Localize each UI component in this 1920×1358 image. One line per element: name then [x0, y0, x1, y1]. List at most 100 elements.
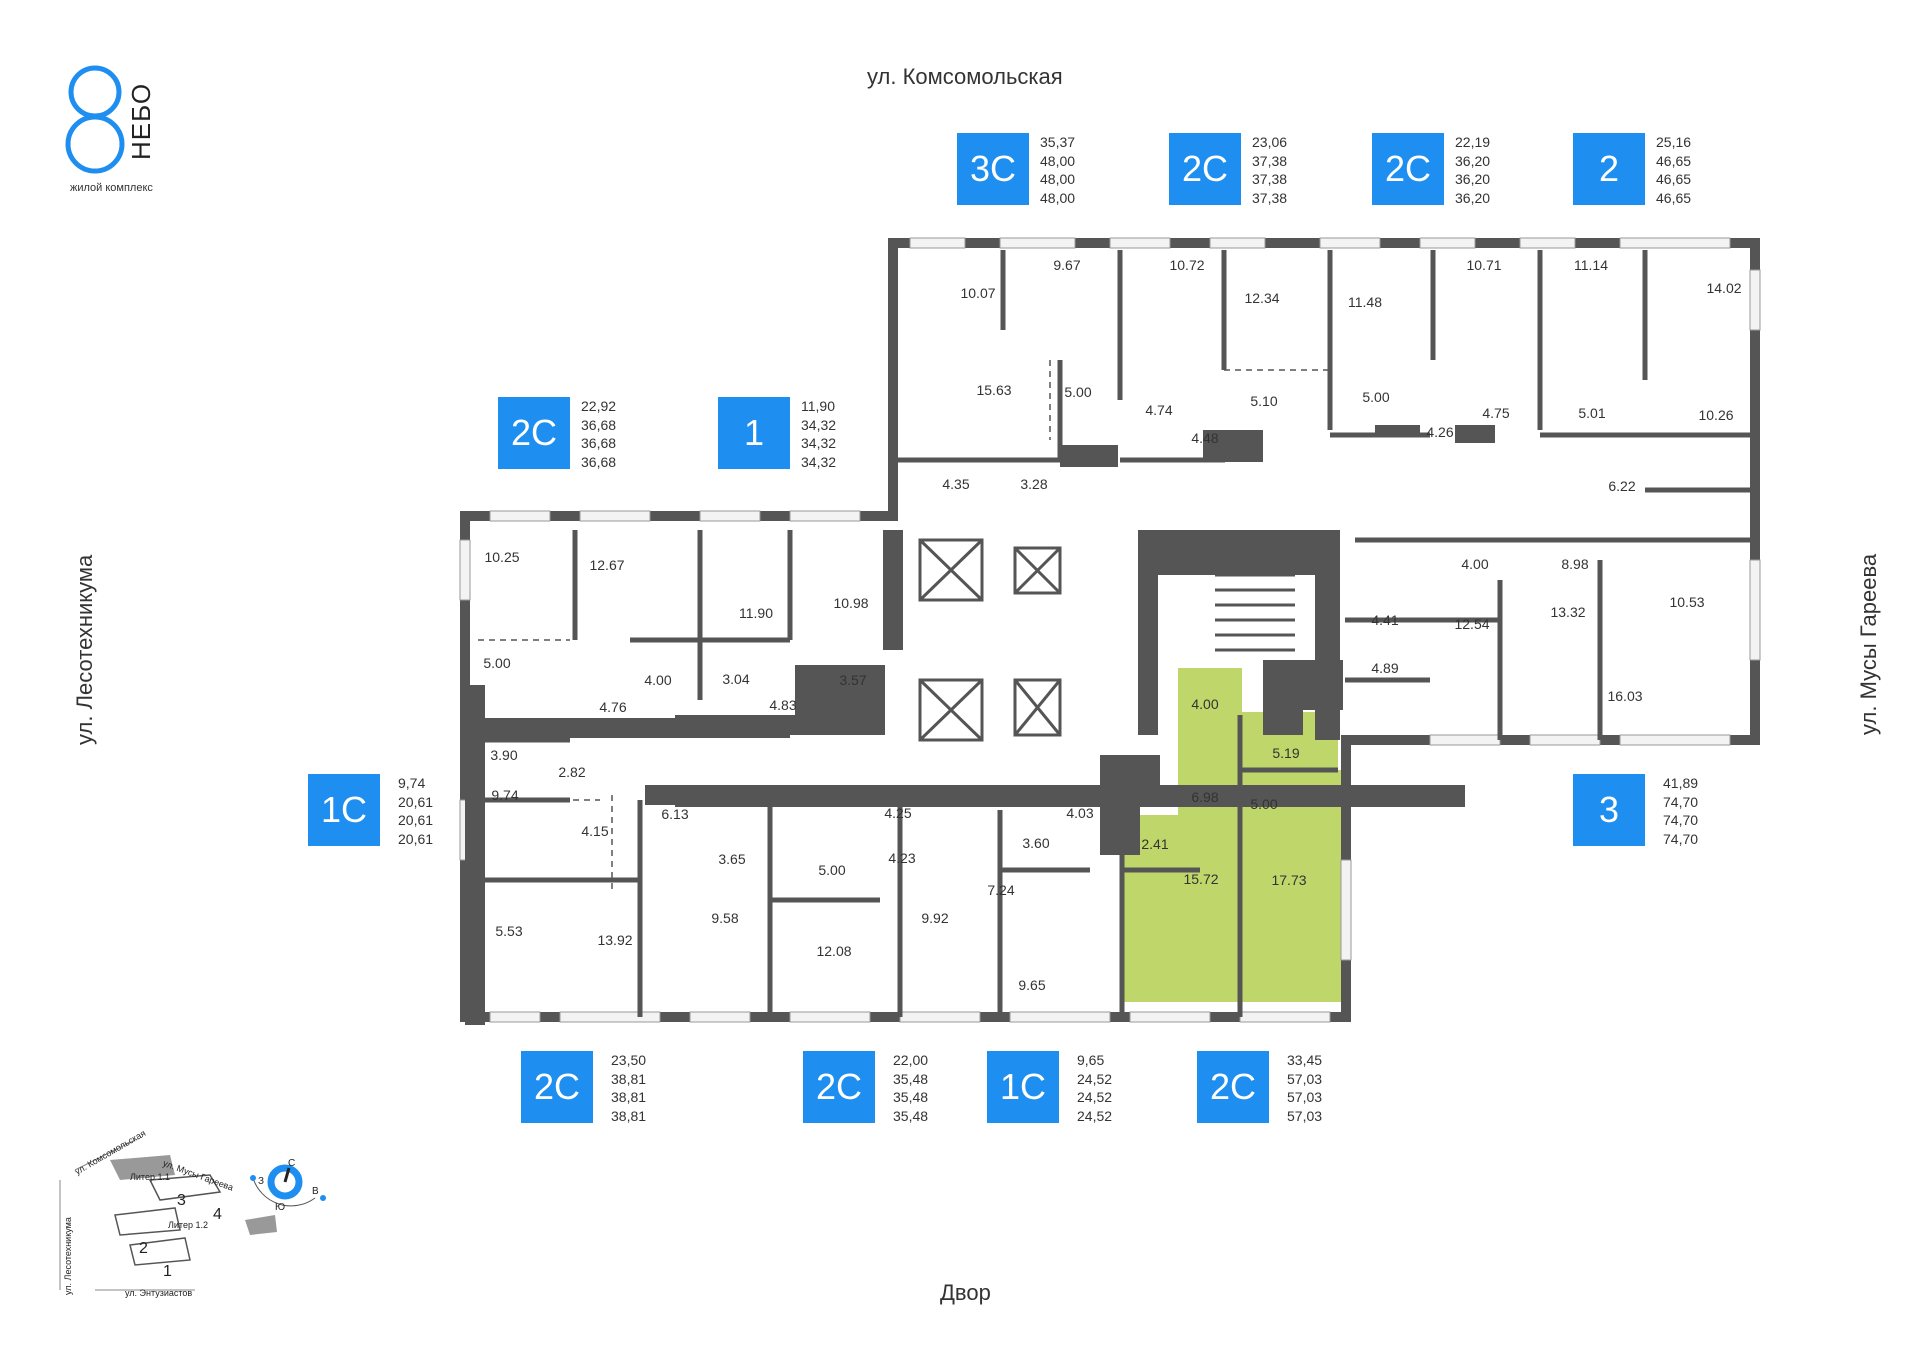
- minimap: ул. Комсомольская ул. Мусы Гареева ул. Л…: [55, 1120, 355, 1300]
- room-label: 12.54: [1454, 616, 1490, 632]
- room-label: 13.32: [1550, 604, 1586, 620]
- room-label: 13.92: [597, 932, 633, 948]
- apartment-badge[interactable]: 3: [1573, 774, 1645, 846]
- room-label: 5.10: [1250, 393, 1278, 409]
- minimap-street: ул. Лесотехникума: [63, 1217, 73, 1295]
- room-label: 3.04: [722, 671, 750, 687]
- logo-eight-icon: [65, 65, 125, 174]
- room-label: 4.25: [884, 805, 912, 821]
- room-label: 9.92: [921, 910, 949, 926]
- apartment-badge[interactable]: 2С: [1197, 1051, 1269, 1123]
- minimap-drawing: [59, 1139, 326, 1291]
- room-label: 10.72: [1169, 257, 1205, 273]
- apartment-badge[interactable]: 1С: [987, 1051, 1059, 1123]
- room-label: 4.75: [1482, 405, 1510, 421]
- room-label: 9.58: [711, 910, 739, 926]
- room-label: 9.65: [1018, 977, 1046, 993]
- room-label: 11.48: [1348, 294, 1382, 310]
- room-label: 4.76: [599, 699, 627, 715]
- room-label: 3.65: [718, 851, 746, 867]
- room-label: 4.00: [1461, 556, 1489, 572]
- room-label: 4.03: [1066, 805, 1094, 821]
- room-label: 5.00: [1250, 796, 1278, 812]
- apartment-badge[interactable]: 2С: [1169, 133, 1241, 205]
- room-label: 15.72: [1183, 871, 1219, 887]
- room-label: 6.13: [661, 806, 689, 822]
- room-label: 7.24: [987, 882, 1015, 898]
- room-label: 12.67: [589, 557, 625, 573]
- apartment-badge[interactable]: 2: [1573, 133, 1645, 205]
- compass-east: В: [312, 1186, 319, 1197]
- room-label: 17.73: [1271, 872, 1307, 888]
- windows: [459, 237, 1761, 1023]
- apartment-badge[interactable]: 1С: [308, 774, 380, 846]
- room-label: 12.34: [1244, 290, 1280, 306]
- building-1-2-shape: [245, 1215, 277, 1235]
- apartment-badge[interactable]: 2С: [1372, 133, 1444, 205]
- room-label: 4.89: [1371, 660, 1399, 676]
- street-bottom: Двор: [940, 1280, 991, 1305]
- compass-west: З: [258, 1176, 265, 1187]
- room-label: 11.14: [1574, 257, 1608, 273]
- room-label: 5.00: [818, 862, 846, 878]
- room-label: 4.00: [1191, 696, 1219, 712]
- room-label: 14.02: [1706, 280, 1742, 296]
- minimap-section: 4: [213, 1206, 222, 1223]
- apartment-badge[interactable]: 2С: [803, 1051, 875, 1123]
- room-label: 16.03: [1607, 688, 1643, 704]
- compass-north: С: [288, 1158, 296, 1169]
- room-label: 3.28: [1020, 476, 1048, 492]
- minimap-section: 1: [163, 1263, 172, 1280]
- core-walls: [465, 425, 1495, 1025]
- room-label: 5.00: [483, 655, 511, 671]
- room-label: 2.82: [558, 764, 586, 780]
- room-label: 11.90: [739, 605, 773, 621]
- room-label: 10.98: [833, 595, 869, 611]
- room-label: 4.41: [1371, 612, 1399, 628]
- street-top: ул. Комсомольская: [867, 64, 1063, 89]
- room-label: 5.53: [495, 923, 523, 939]
- room-label: 4.15: [581, 823, 609, 839]
- minimap-street: ул. Энтузиастов: [125, 1288, 193, 1298]
- room-label: 5.19: [1272, 745, 1300, 761]
- room-label: 4.83: [769, 697, 797, 713]
- logo-subtitle: жилой комплекс: [70, 182, 153, 194]
- partition-walls: [485, 250, 1755, 1017]
- room-label: 4.23: [888, 850, 916, 866]
- building-1-1-shape: [110, 1155, 175, 1180]
- minimap-building: Литер 1.2: [168, 1220, 208, 1230]
- room-label: 3.57: [839, 672, 867, 688]
- room-label: 10.25: [484, 549, 520, 565]
- minimap-section: 3: [177, 1192, 186, 1209]
- room-label: 6.22: [1608, 478, 1636, 494]
- room-label: 9.74: [491, 787, 519, 803]
- highlighted-apartment: [1122, 668, 1346, 1002]
- room-label: 9.67: [1053, 257, 1081, 273]
- apartment-badge[interactable]: 2С: [498, 397, 570, 469]
- apartment-badge[interactable]: 1: [718, 397, 790, 469]
- room-label: 4.35: [942, 476, 970, 492]
- apartment-badge[interactable]: 2С: [521, 1051, 593, 1123]
- compass-south: Ю: [275, 1202, 286, 1213]
- room-label: 4.26: [1426, 424, 1454, 440]
- room-label: 5.00: [1362, 389, 1390, 405]
- minimap-section: 2: [139, 1240, 148, 1257]
- elevator-core: [918, 538, 1295, 742]
- room-label: 10.53: [1669, 594, 1705, 610]
- apartment-badge[interactable]: 3С: [957, 133, 1029, 205]
- room-label: 4.00: [644, 672, 672, 688]
- minimap-building: Литер 1.1: [130, 1172, 170, 1182]
- room-label: 3.60: [1022, 835, 1050, 851]
- room-label: 10.71: [1466, 257, 1502, 273]
- room-label: 12.08: [816, 943, 852, 959]
